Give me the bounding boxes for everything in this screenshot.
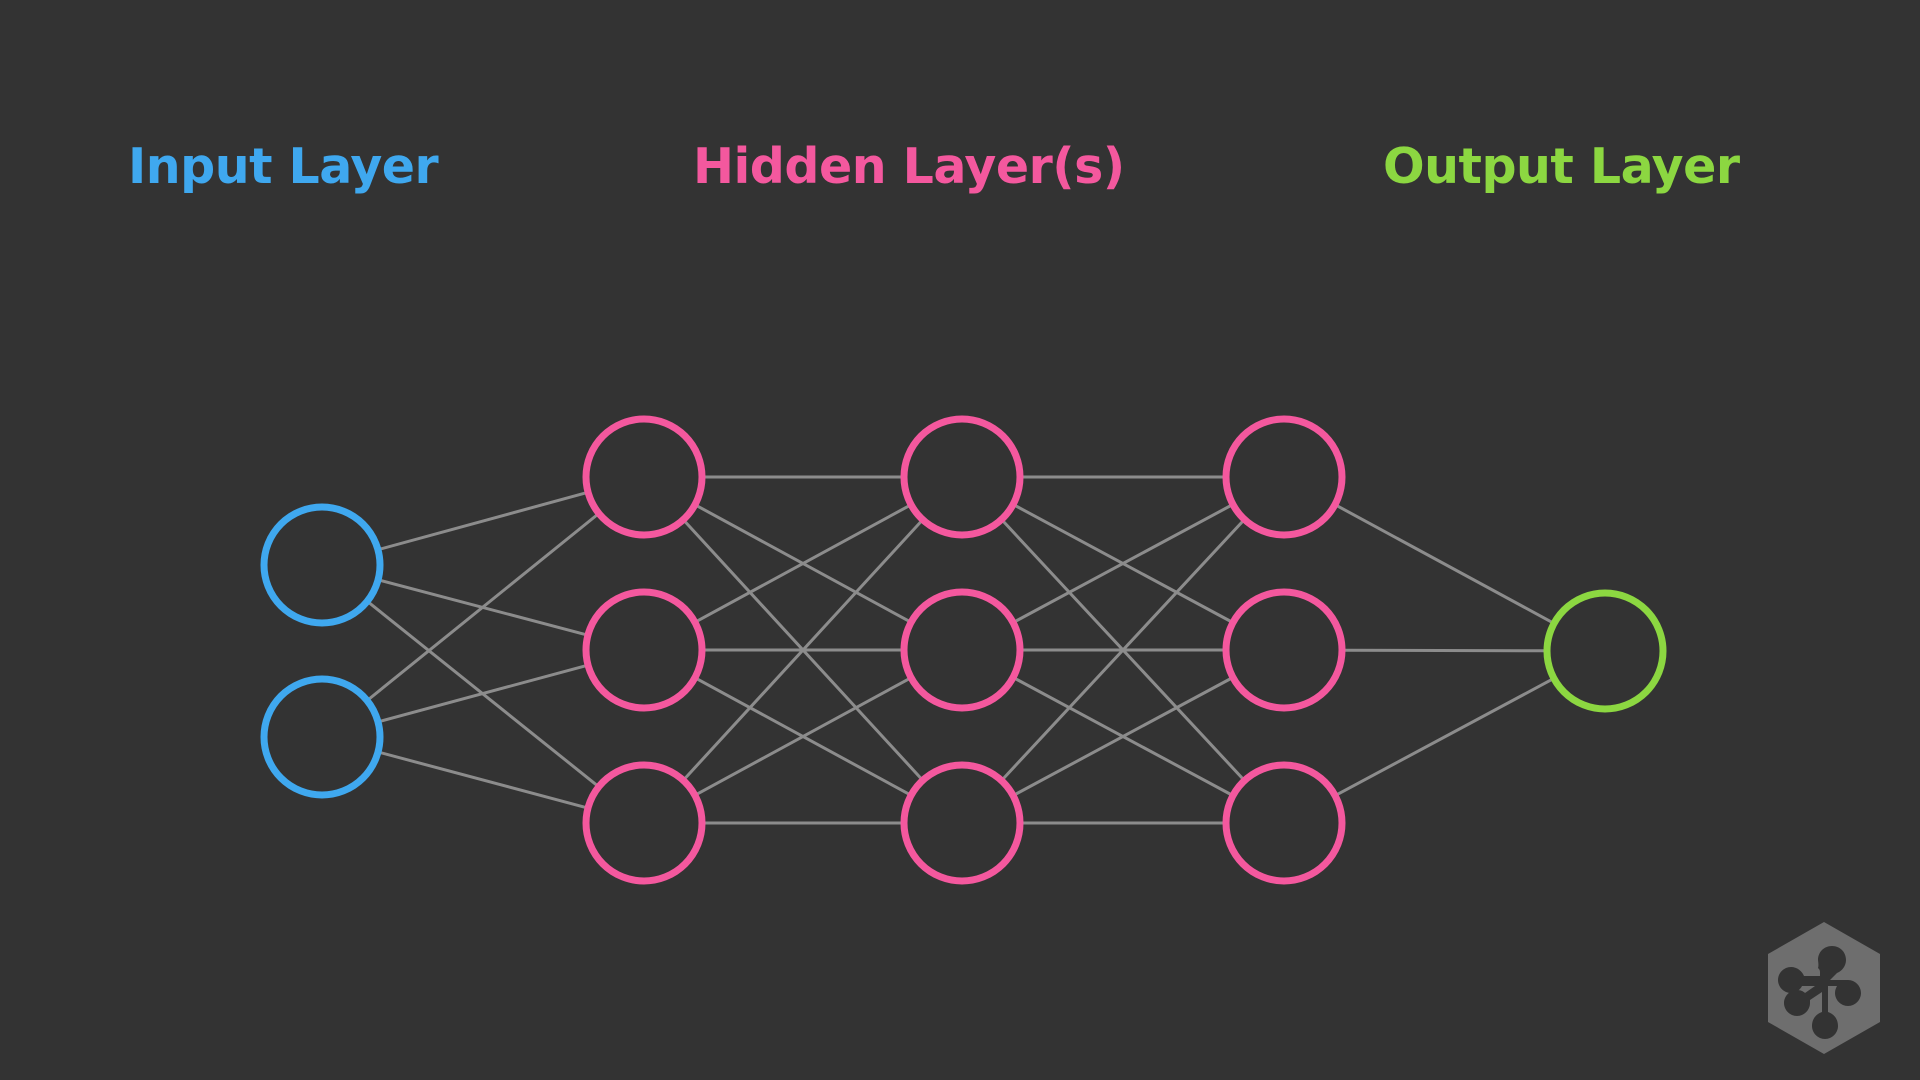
edge-h2_3-h3_1 bbox=[1001, 519, 1245, 781]
edges-group bbox=[367, 475, 1554, 825]
node-h1_1 bbox=[582, 415, 706, 539]
node-h1_3 bbox=[582, 761, 706, 885]
node-o1 bbox=[1543, 589, 1667, 713]
node-h3_1 bbox=[1222, 415, 1346, 539]
splat-path bbox=[1778, 946, 1861, 1039]
node-h2_2 bbox=[900, 588, 1024, 712]
splat-glyph bbox=[1778, 946, 1861, 1039]
edge-h1_3-h2_1 bbox=[683, 520, 923, 780]
edge-h1_3-h2_2 bbox=[695, 677, 911, 796]
edge-i2-h1_2 bbox=[378, 664, 588, 723]
edge-h2_2-h3_1 bbox=[1013, 504, 1233, 623]
edge-i1-h1_1 bbox=[378, 491, 588, 551]
edge-i2-h1_1 bbox=[367, 513, 599, 701]
nodes-group bbox=[260, 415, 1667, 885]
node-h1_2 bbox=[582, 588, 706, 712]
edge-h1_2-h2_1 bbox=[695, 504, 911, 623]
edge-h3_1-o1 bbox=[1335, 504, 1554, 624]
node-h3_2 bbox=[1222, 588, 1346, 712]
node-h2_3 bbox=[900, 761, 1024, 885]
edge-h2_3-h3_2 bbox=[1013, 677, 1233, 796]
node-h3_3 bbox=[1222, 761, 1346, 885]
edge-h3_3-o1 bbox=[1335, 678, 1554, 796]
node-i2 bbox=[260, 675, 384, 799]
edge-i2-h1_3 bbox=[378, 751, 588, 809]
treehouse-logo-icon bbox=[1768, 922, 1880, 1054]
node-i1 bbox=[260, 503, 384, 627]
edge-h3_2-o1 bbox=[1343, 648, 1546, 653]
node-h2_1 bbox=[900, 415, 1024, 539]
